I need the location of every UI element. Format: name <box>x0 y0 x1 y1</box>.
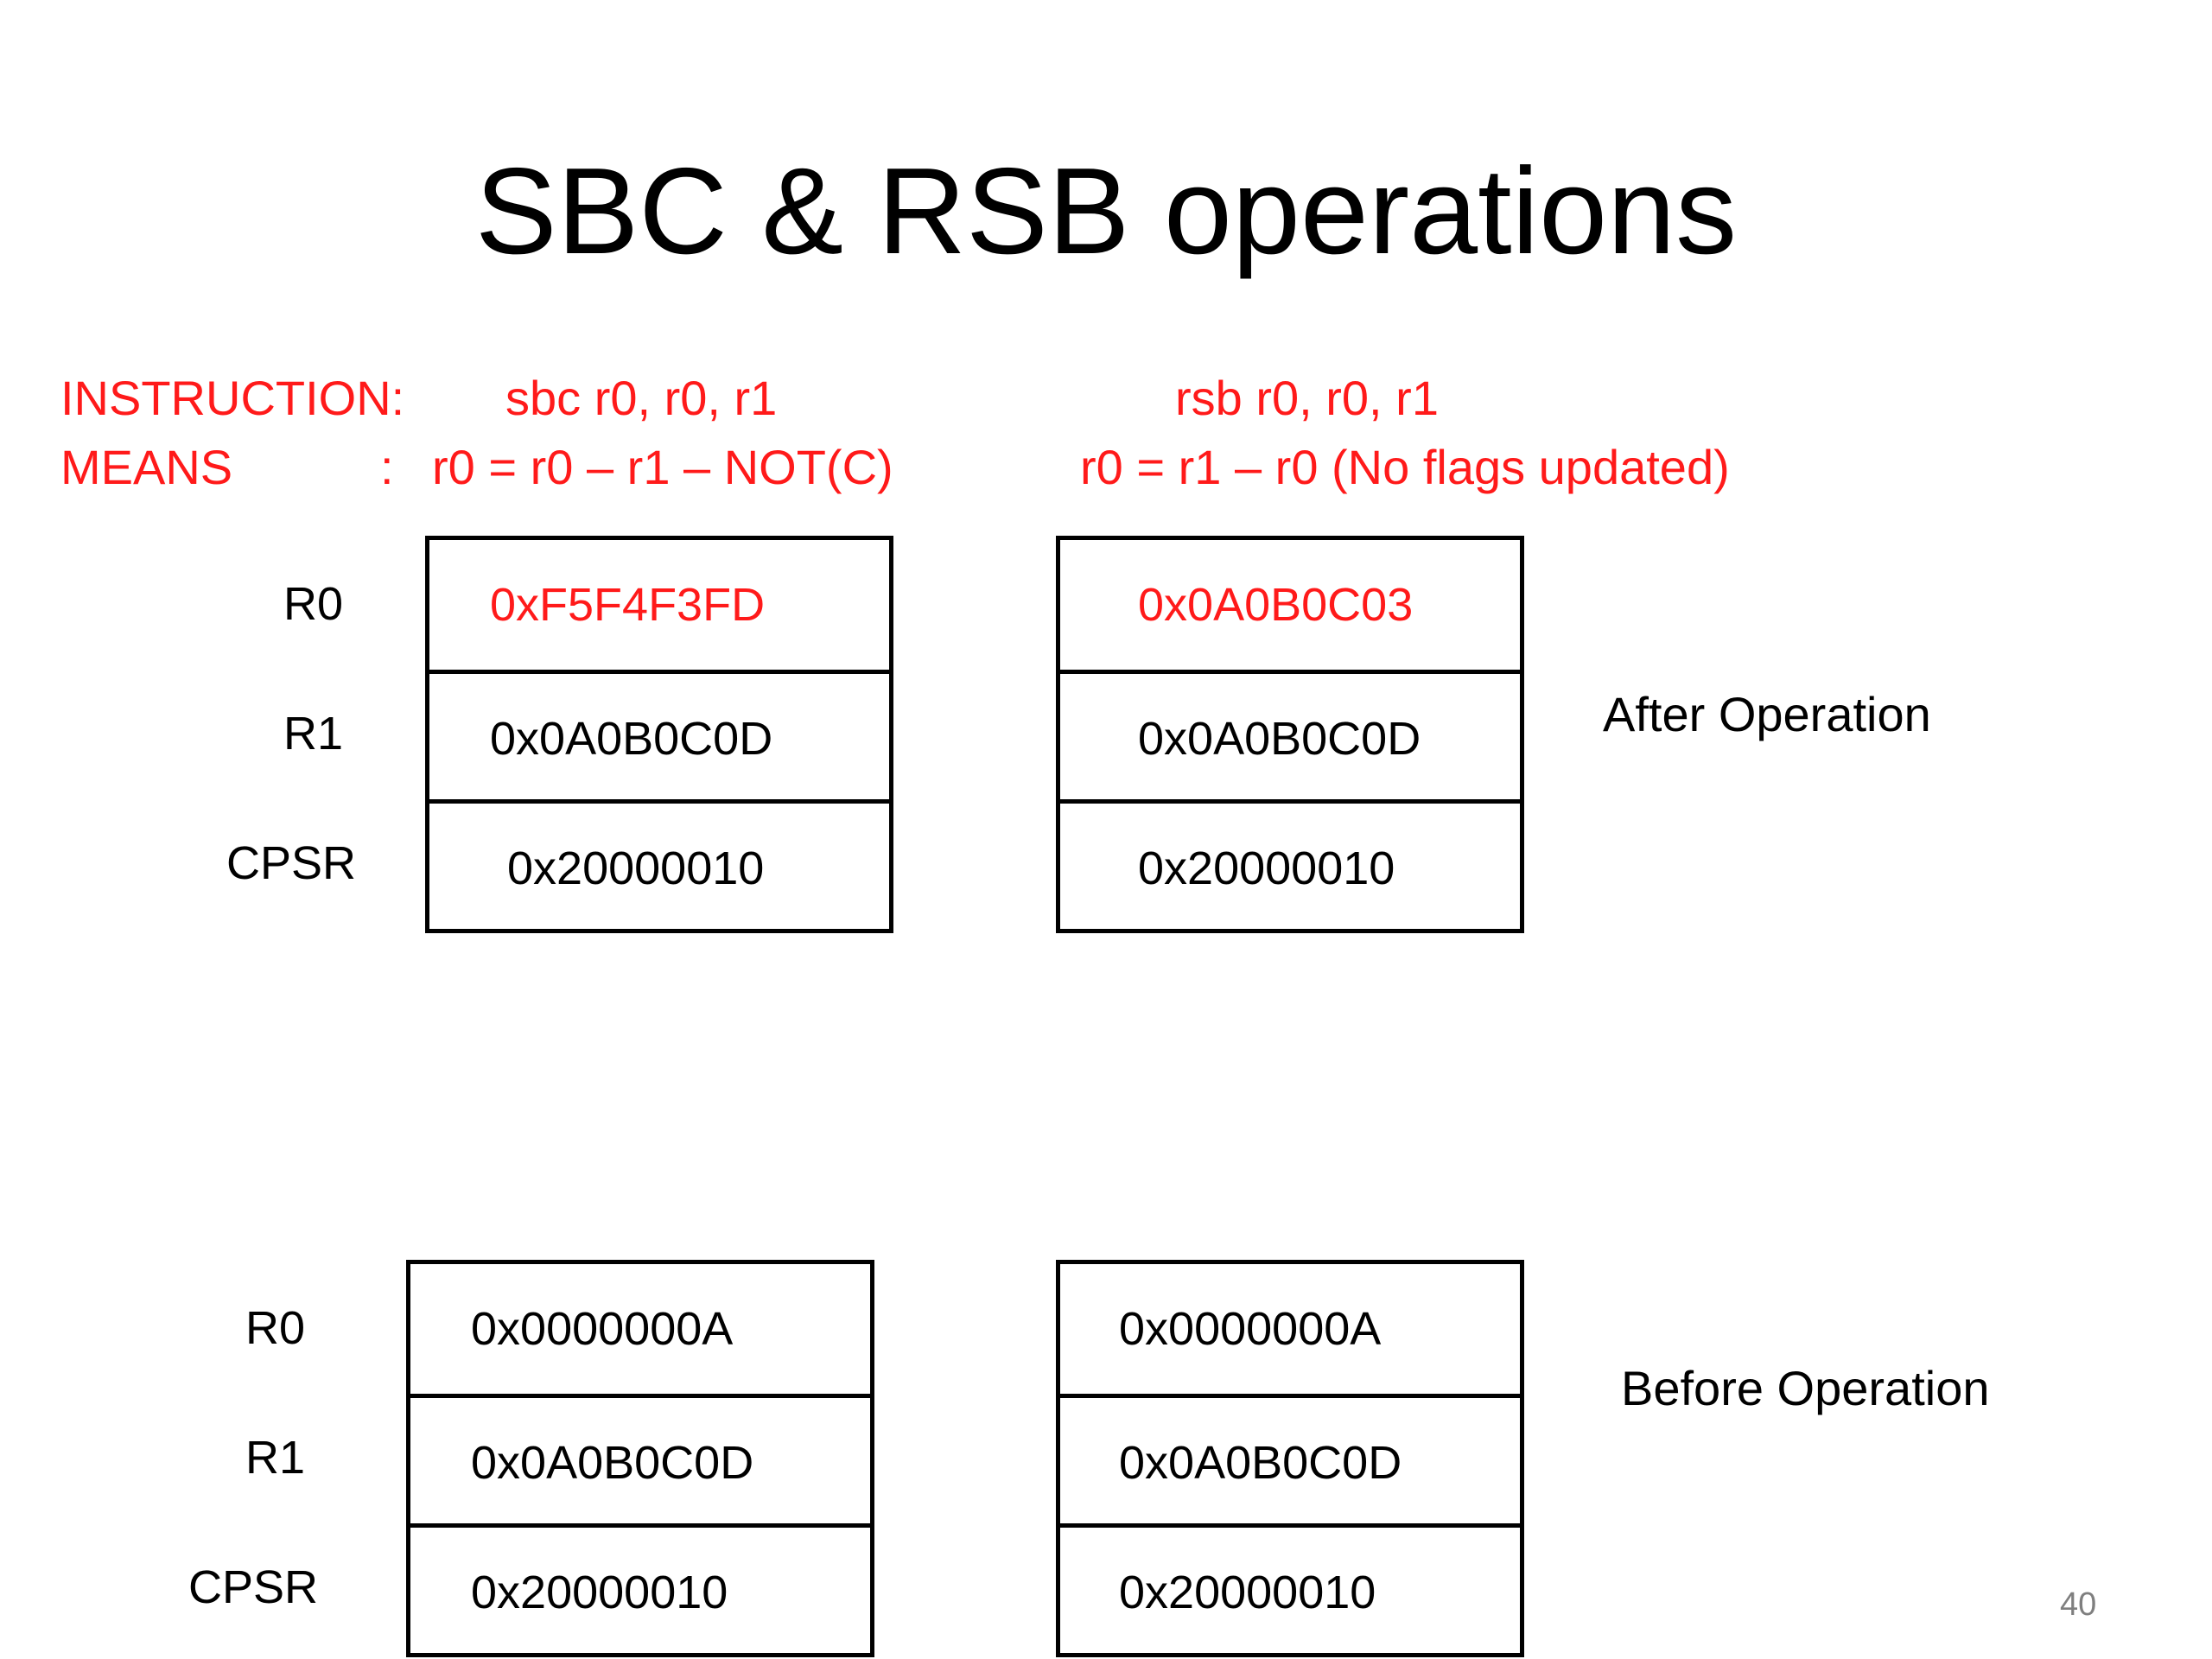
after-label-r1: R1 <box>283 708 344 760</box>
after-sbc-r1-value: 0x0A0B0C0D <box>429 670 889 799</box>
after-rsb-r0-value: 0x0A0B0C03 <box>1138 579 1414 631</box>
before-operation-caption: Before Operation <box>1621 1361 1990 1415</box>
before-sbc-register-box: 0x0000000A 0x0A0B0C0D 0x20000010 <box>406 1260 874 1657</box>
slide-title: SBC & RSB operations <box>474 143 1738 280</box>
after-rsb-r1-value: 0x0A0B0C0D <box>1060 670 1520 799</box>
after-rsb-register-box: 0x0A0B0C03 0x0A0B0C0D 0x20000010 <box>1056 536 1524 933</box>
rsb-meaning: r0 = r1 – r0 (No flags updated) <box>1080 440 1730 494</box>
before-rsb-cpsr-value: 0x20000010 <box>1060 1523 1520 1653</box>
before-rsb-register-box: 0x0000000A 0x0A0B0C0D 0x20000010 <box>1056 1260 1524 1657</box>
means-colon: : <box>380 440 394 494</box>
after-label-r0: R0 <box>283 578 344 630</box>
rsb-instruction: rsb r0, r0, r1 <box>1175 371 1439 425</box>
before-label-cpsr: CPSR <box>188 1561 319 1613</box>
after-sbc-cpsr-value: 0x20000010 <box>429 799 889 929</box>
sbc-meaning: r0 = r0 – r1 – NOT(C) <box>432 440 893 494</box>
after-label-cpsr: CPSR <box>226 837 357 889</box>
after-sbc-register-box: 0xF5F4F3FD 0x0A0B0C0D 0x20000010 <box>425 536 893 933</box>
sbc-instruction: sbc r0, r0, r1 <box>505 371 778 425</box>
instruction-label: INSTRUCTION: <box>60 371 405 425</box>
after-operation-caption: After Operation <box>1603 687 1931 741</box>
before-sbc-cpsr-value: 0x20000010 <box>410 1523 870 1653</box>
before-label-r0: R0 <box>245 1302 306 1354</box>
before-rsb-r1-value: 0x0A0B0C0D <box>1060 1394 1520 1523</box>
after-rsb-cpsr-value: 0x20000010 <box>1060 799 1520 929</box>
before-sbc-r0-value: 0x0000000A <box>471 1303 734 1355</box>
before-rsb-r0-value: 0x0000000A <box>1119 1303 1382 1355</box>
before-label-r1: R1 <box>245 1432 306 1484</box>
after-sbc-r0-value: 0xF5F4F3FD <box>490 579 766 631</box>
means-label: MEANS <box>60 440 233 494</box>
before-sbc-r1-value: 0x0A0B0C0D <box>410 1394 870 1523</box>
page-number: 40 <box>2060 1586 2097 1623</box>
